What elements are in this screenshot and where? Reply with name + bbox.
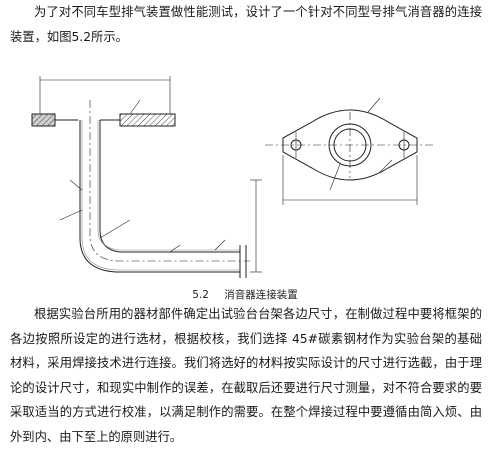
left-view-pipe-drawing (31, 76, 262, 278)
connector-drawing (31, 76, 435, 278)
figure-caption: 5.2 消音器连接装置 (0, 287, 490, 302)
body-paragraph: 根据实验台所用的器材部件确定出试验台台架各边尺寸，在制做过程中要将框架的各边按照… (10, 307, 482, 444)
right-view-flange-drawing (265, 97, 435, 205)
intro-paragraph: 为了对不同车型排气装置做性能测试，设计了一个针对不同型号排气消音器的连接装置，如… (10, 5, 482, 44)
figure-number: 5.2 (192, 289, 209, 301)
figure-title: 消音器连接装置 (224, 289, 298, 301)
